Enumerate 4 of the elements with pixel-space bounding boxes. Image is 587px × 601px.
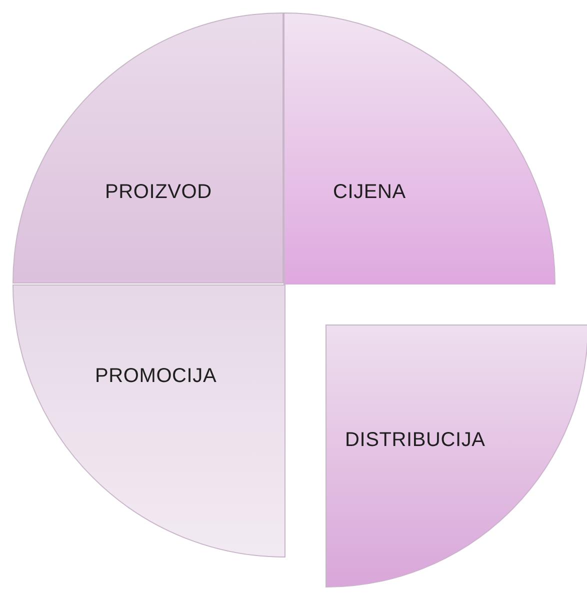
- segment-label: PROMOCIJA: [95, 365, 217, 388]
- segment-label: CIJENA: [333, 181, 406, 204]
- segment-label: PROIZVOD: [105, 181, 212, 204]
- segment-label: DISTRIBUCIJA: [345, 429, 486, 452]
